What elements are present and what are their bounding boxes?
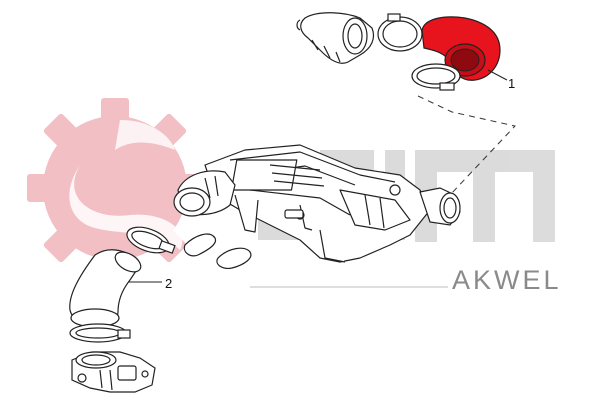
callout-label-2: 2 — [165, 276, 172, 291]
top-clamp-ring — [377, 13, 423, 52]
hose-part-2 — [69, 249, 142, 328]
lower-throttle-body — [71, 351, 156, 393]
small-hose-pieces — [183, 233, 252, 269]
dashed-leader-line — [417, 95, 516, 196]
clamp-under-part-1 — [411, 63, 461, 91]
intake-manifold-assembly — [204, 144, 431, 263]
top-throttle-adaptor — [296, 12, 375, 64]
watermark-swoosh — [69, 165, 183, 250]
callout-label-1: 1 — [508, 76, 515, 91]
lower-clamp — [69, 323, 131, 343]
brand-name: AKWEL — [452, 265, 562, 295]
clamp-above-part-2 — [126, 226, 176, 254]
manifold-inlet — [173, 170, 236, 217]
manifold-outlet — [419, 187, 461, 226]
callout-leader-1 — [487, 69, 508, 81]
